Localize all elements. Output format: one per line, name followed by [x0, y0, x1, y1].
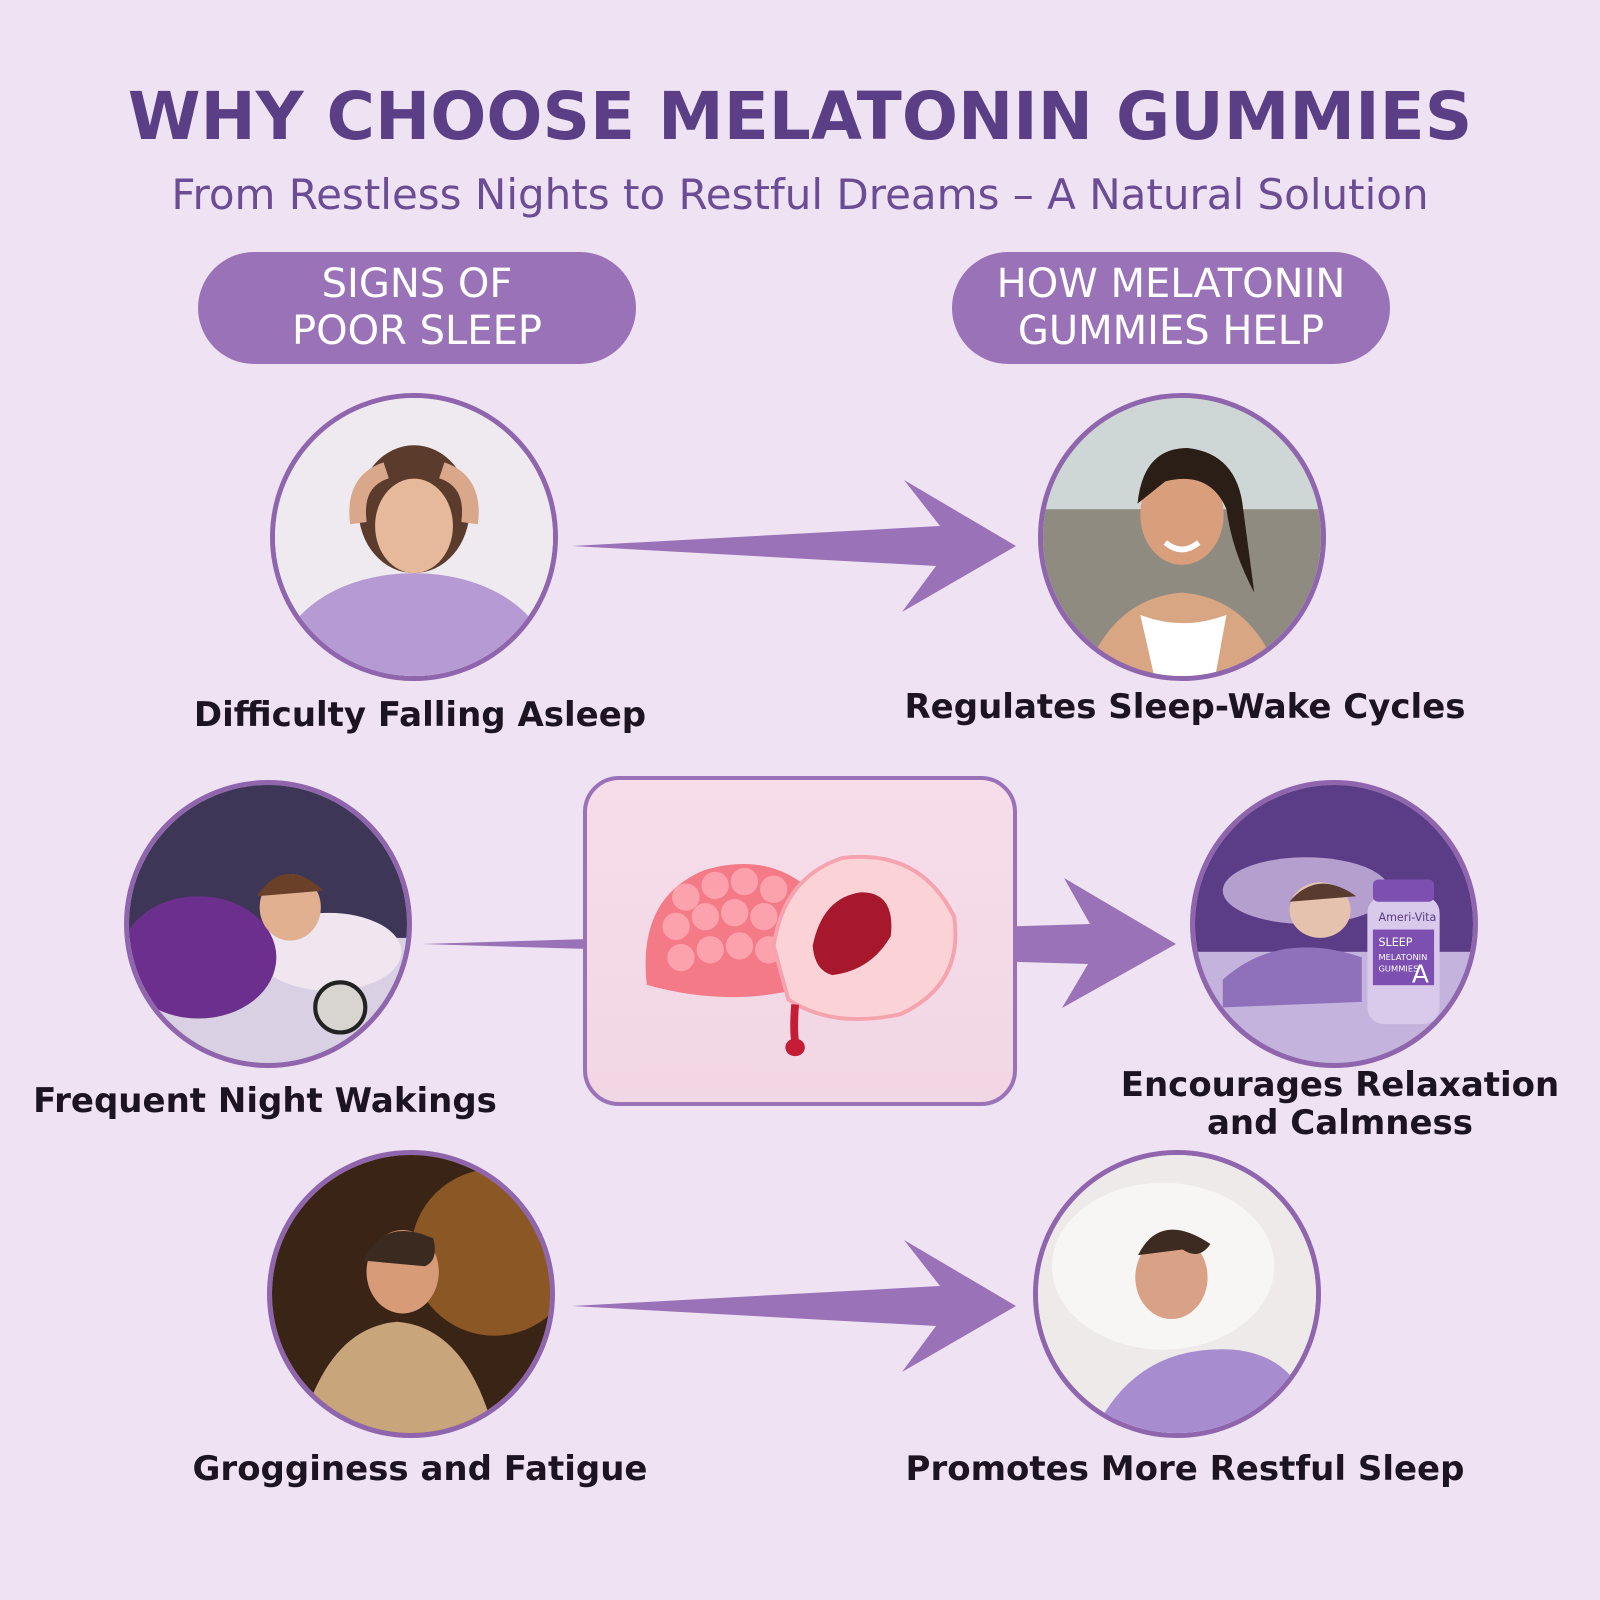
woman-headache-illustration: [275, 398, 553, 676]
bottle-line-2: MELATONIN: [1378, 952, 1427, 962]
caption-encourages-relaxation: Encourages Relaxation and Calmness: [1110, 1066, 1570, 1142]
help-label-line-2: GUMMIES HELP: [1017, 308, 1325, 354]
sleeping-man-illustration: [1038, 1155, 1316, 1433]
signs-label-line-1: SIGNS OF: [321, 261, 513, 307]
page-title: WHY CHOOSE MELATONIN GUMMIES: [127, 78, 1473, 155]
signs-label-line-2: POOR SLEEP: [292, 308, 542, 354]
bottle-line-1: SLEEP: [1378, 936, 1412, 949]
smiling-woman-illustration: [1043, 398, 1321, 676]
sleeping-woman-with-bottle-illustration: Ameri-Vita SLEEP MELATONIN GUMMIES A: [1195, 785, 1473, 1063]
signs-of-poor-sleep-label: SIGNS OF POOR SLEEP: [198, 252, 636, 364]
caption-promotes-restful-sleep: Promotes More Restful Sleep: [905, 1449, 1465, 1489]
photo-promotes-restful-sleep: [1033, 1150, 1321, 1438]
woman-awake-in-bed-illustration: [129, 785, 407, 1063]
photo-regulates-sleep-wake: [1038, 393, 1326, 681]
caption-frequent-night-wakings: Frequent Night Wakings: [33, 1081, 497, 1121]
help-label-line-1: HOW MELATONIN: [996, 261, 1346, 307]
how-gummies-help-label: HOW MELATONIN GUMMIES HELP: [952, 252, 1390, 364]
arrow-bottom: [572, 1240, 1016, 1372]
page-subtitle: From Restless Nights to Restful Dreams –…: [171, 170, 1429, 219]
caption-encourages-relaxation-line-1: Encourages Relaxation: [1120, 1065, 1560, 1105]
bottle-line-3: GUMMIES: [1378, 963, 1418, 973]
caption-grogginess-and-fatigue: Grogginess and Fatigue: [192, 1449, 648, 1489]
bottle-letter: A: [1412, 959, 1429, 988]
photo-grogginess-and-fatigue: [267, 1150, 555, 1438]
gummy-product-image: [583, 776, 1017, 1106]
photo-difficulty-falling-asleep: [270, 393, 558, 681]
photo-frequent-night-wakings: [124, 780, 412, 1068]
bottle-brand: Ameri-Vita: [1378, 911, 1436, 924]
caption-regulates-sleep-wake-cycles: Regulates Sleep-Wake Cycles: [904, 687, 1466, 727]
caption-encourages-relaxation-line-2: and Calmness: [1206, 1103, 1474, 1143]
arrow-top: [572, 480, 1016, 612]
photo-encourages-relaxation: Ameri-Vita SLEEP MELATONIN GUMMIES A: [1190, 780, 1478, 1068]
raspberry-gummy-illustration: [645, 854, 958, 1057]
caption-difficulty-falling-asleep: Difficulty Falling Asleep: [193, 695, 647, 735]
tired-man-illustration: [272, 1155, 550, 1433]
